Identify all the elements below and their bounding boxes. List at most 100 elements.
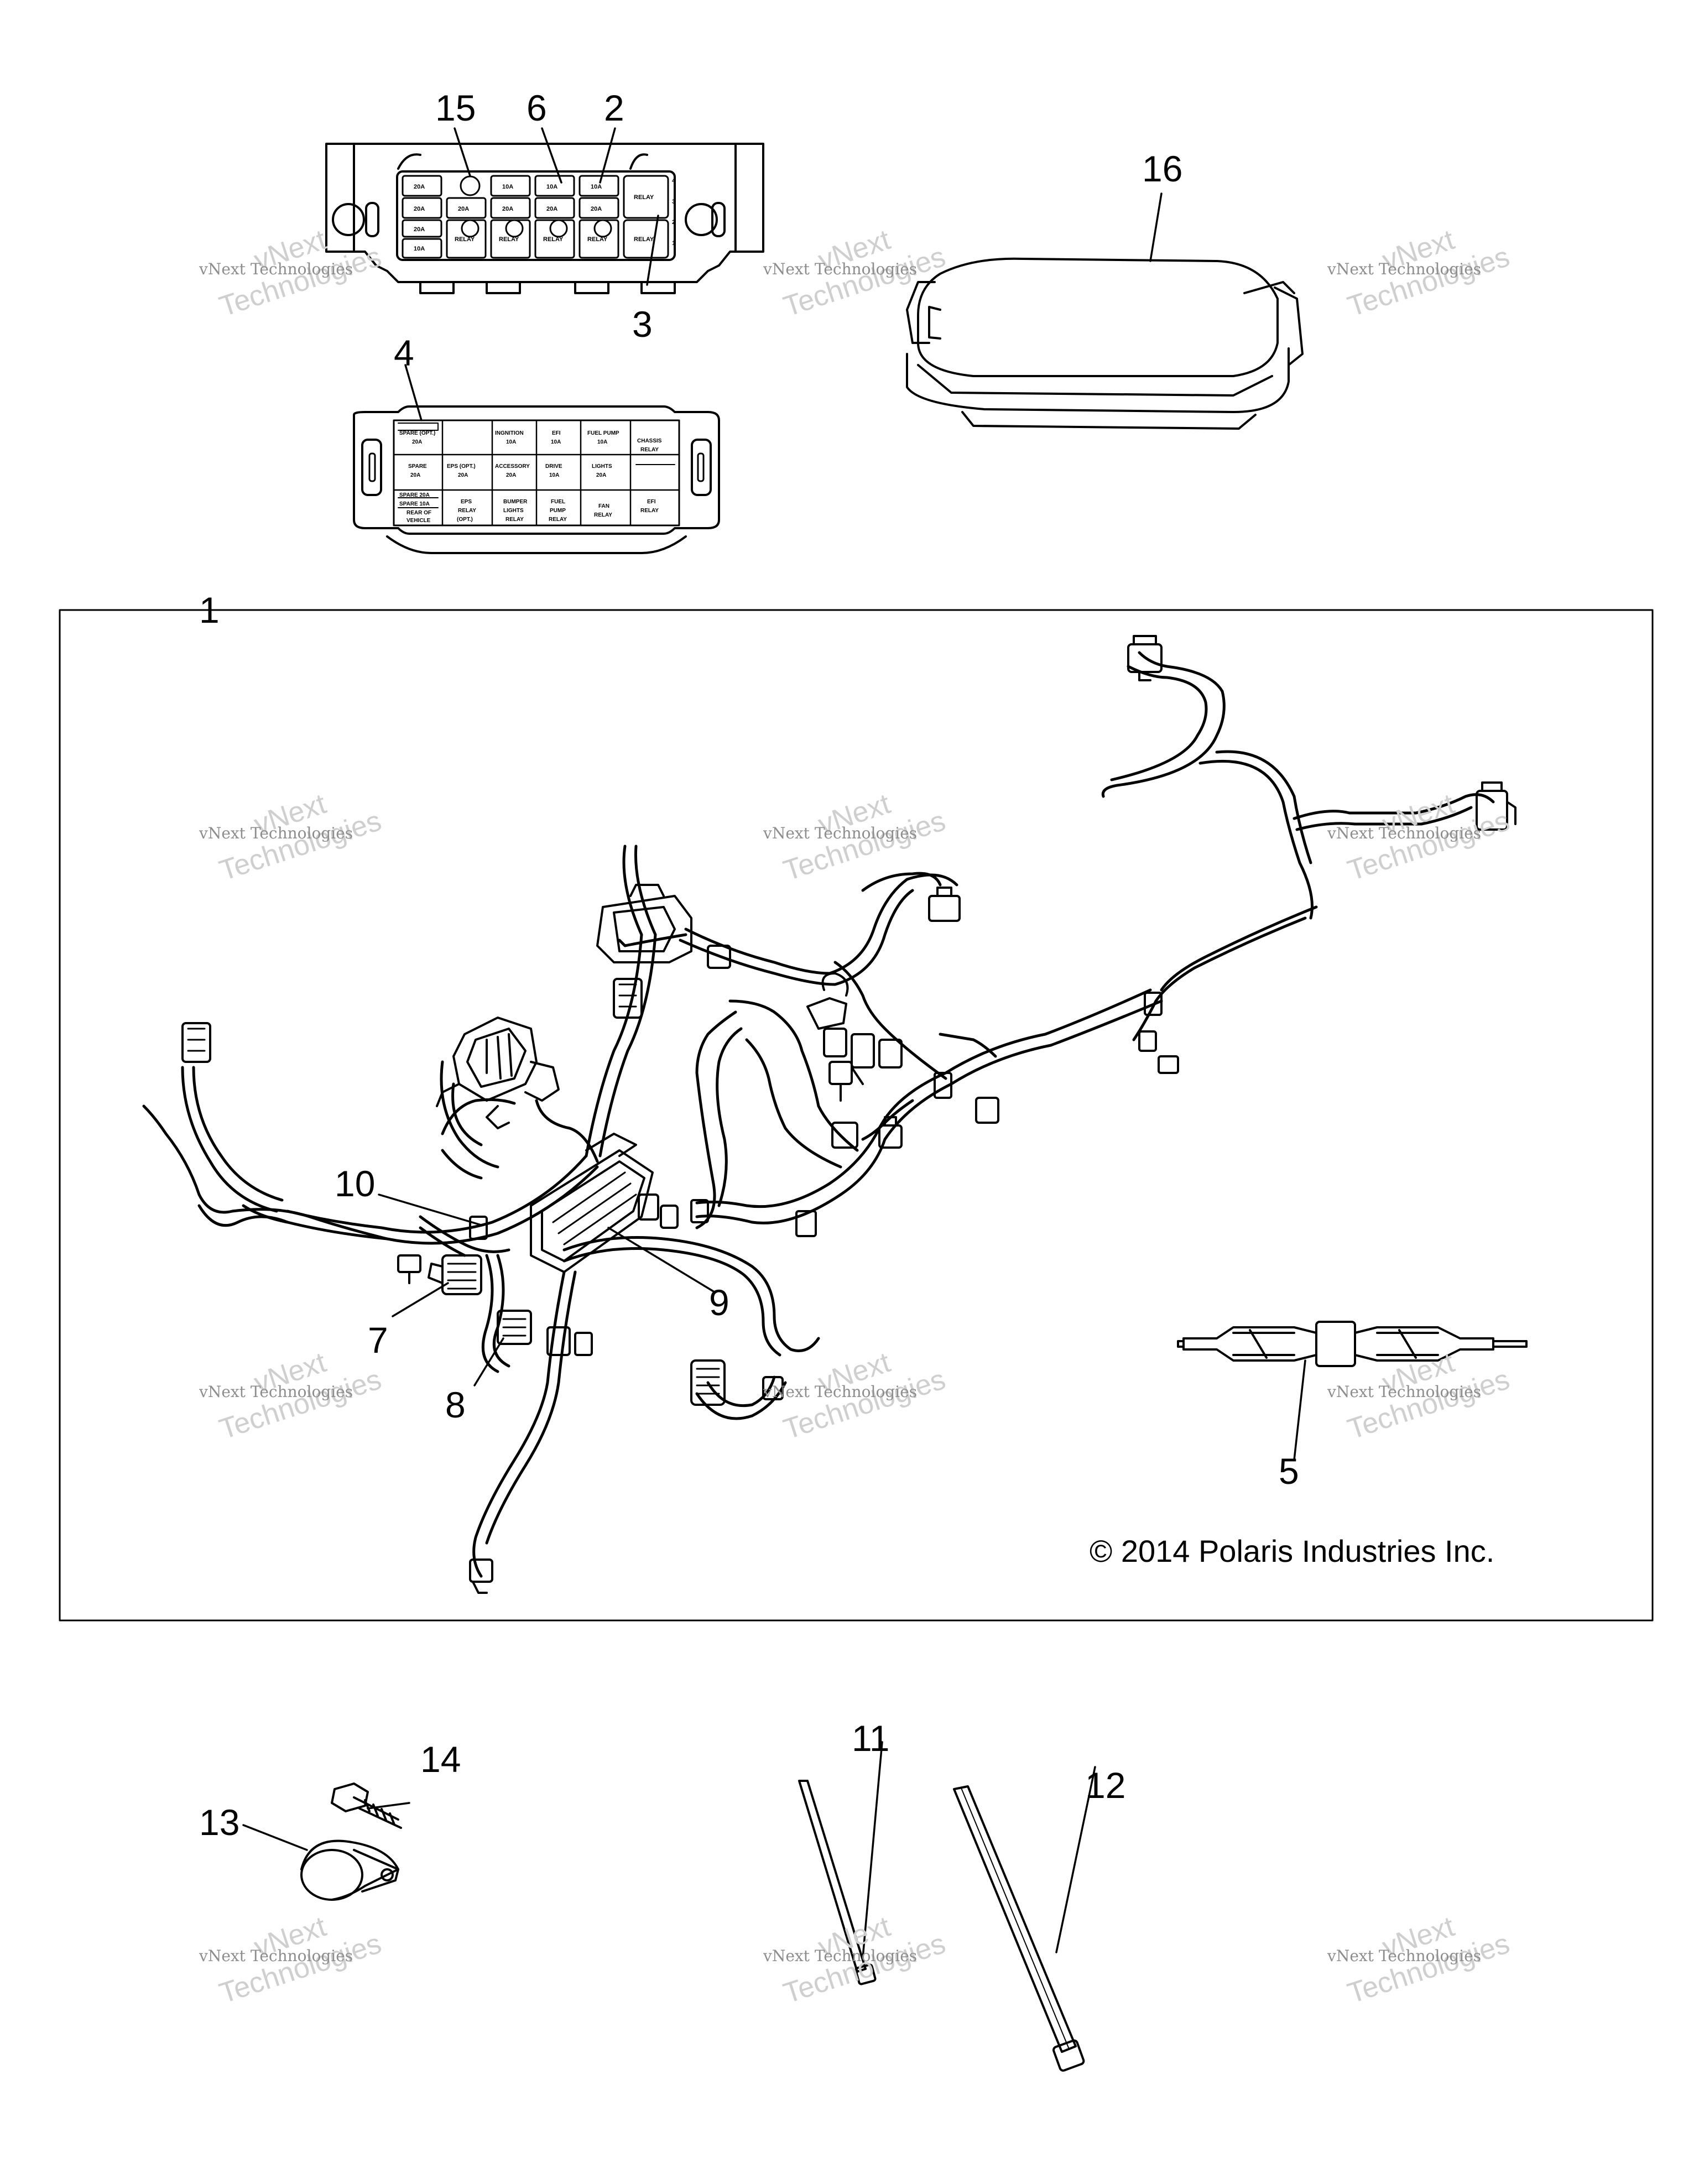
fuse-box-cover <box>353 405 720 554</box>
svg-text:SPARE (OPT.): SPARE (OPT.) <box>399 430 435 436</box>
callout-12: 12 <box>1085 1765 1126 1806</box>
callout-1: 1 <box>199 590 220 630</box>
fuse-block-labels: 20A 10A 10A 10A RELAY 20A 20A 20A 20A 20… <box>414 178 676 252</box>
svg-text:RELAY: RELAY <box>499 236 519 243</box>
svg-text:3: 3 <box>672 199 675 205</box>
svg-text:EFI: EFI <box>552 430 561 436</box>
callout-16: 16 <box>1142 148 1183 189</box>
svg-text:RELAY: RELAY <box>458 508 476 514</box>
svg-text:RELAY: RELAY <box>505 517 524 523</box>
svg-text:10A: 10A <box>597 439 607 445</box>
svg-text:1: 1 <box>672 240 675 247</box>
svg-text:20A: 20A <box>502 206 513 212</box>
svg-text:RELAY: RELAY <box>634 194 654 201</box>
harness-assembly-frame <box>59 609 1654 1622</box>
svg-text:20A: 20A <box>458 206 469 212</box>
callout-8: 8 <box>445 1384 466 1425</box>
svg-text:LIGHTS: LIGHTS <box>592 463 612 470</box>
svg-text:FUEL PUMP: FUEL PUMP <box>587 430 619 436</box>
svg-text:RELAY: RELAY <box>549 517 567 523</box>
fuse-map-labels: SPARE (OPT.) 20A INGNITION 10A EFI 10A F… <box>399 430 662 524</box>
svg-text:FUEL: FUEL <box>551 499 565 505</box>
svg-text:10A: 10A <box>502 184 513 190</box>
svg-text:4: 4 <box>672 178 676 184</box>
svg-text:REAR OF: REAR OF <box>406 510 431 516</box>
svg-text:20A: 20A <box>506 472 516 478</box>
callout-5: 5 <box>1279 1451 1299 1492</box>
svg-text:BUMPER: BUMPER <box>503 499 528 505</box>
callout-7: 7 <box>368 1320 388 1361</box>
svg-text:20A: 20A <box>414 184 425 190</box>
inline-fuse-holder <box>1177 1321 1528 1367</box>
svg-text:(OPT.): (OPT.) <box>457 517 473 523</box>
harness-connectors <box>181 635 1516 1594</box>
callout-2: 2 <box>604 87 624 128</box>
svg-text:EPS: EPS <box>461 499 472 505</box>
svg-text:10A: 10A <box>591 184 602 190</box>
svg-text:RELAY: RELAY <box>634 236 654 243</box>
svg-text:20A: 20A <box>414 226 425 233</box>
svg-text:SPARE: SPARE <box>408 463 427 470</box>
wiring-harness <box>142 651 1495 1578</box>
callout-3: 3 <box>632 304 653 345</box>
svg-text:INGNITION: INGNITION <box>495 430 524 436</box>
svg-text:EPS (OPT.): EPS (OPT.) <box>447 463 476 470</box>
svg-text:20A: 20A <box>591 206 602 212</box>
fuse-box-lid <box>906 257 1304 430</box>
svg-text:RELAY: RELAY <box>640 447 659 453</box>
svg-text:10A: 10A <box>506 439 516 445</box>
svg-text:SPARE 10A: SPARE 10A <box>399 501 430 507</box>
svg-text:RELAY: RELAY <box>543 236 564 243</box>
svg-text:RELAY: RELAY <box>640 508 659 514</box>
svg-text:RELAY: RELAY <box>594 512 612 518</box>
svg-text:ACCESSORY: ACCESSORY <box>495 463 530 470</box>
cable-tie-small <box>798 1780 877 1985</box>
callout-13: 13 <box>199 1802 240 1843</box>
svg-text:10A: 10A <box>551 439 561 445</box>
svg-text:20A: 20A <box>412 439 422 445</box>
p-clamp <box>300 1839 399 1901</box>
callout-9: 9 <box>709 1282 729 1323</box>
svg-text:20A: 20A <box>546 206 557 212</box>
callout-4: 4 <box>394 332 414 373</box>
bolt <box>331 1782 402 1829</box>
svg-text:LIGHTS: LIGHTS <box>503 508 524 514</box>
svg-text:FAN: FAN <box>598 503 609 509</box>
svg-text:PUMP: PUMP <box>550 508 566 514</box>
callout-15: 15 <box>435 87 476 128</box>
svg-text:10A: 10A <box>414 246 425 252</box>
svg-text:DRIVE: DRIVE <box>545 463 562 470</box>
cable-tie-large <box>953 1785 1085 2072</box>
svg-text:10A: 10A <box>546 184 557 190</box>
svg-text:20A: 20A <box>596 472 606 478</box>
svg-text:20A: 20A <box>414 206 425 212</box>
svg-text:20A: 20A <box>458 472 468 478</box>
svg-text:20A: 20A <box>410 472 420 478</box>
callout-6: 6 <box>527 87 547 128</box>
svg-text:2: 2 <box>672 219 675 226</box>
fuse-box-top-view <box>325 143 764 294</box>
svg-text:RELAY: RELAY <box>587 236 608 243</box>
svg-text:10A: 10A <box>549 472 559 478</box>
svg-text:VEHICLE: VEHICLE <box>406 518 431 524</box>
svg-text:EFI: EFI <box>647 499 656 505</box>
svg-text:RELAY: RELAY <box>455 236 475 243</box>
callout-10: 10 <box>335 1163 376 1204</box>
copyright-notice: © 2014 Polaris Industries Inc. <box>1090 1534 1495 1568</box>
callout-11: 11 <box>852 1718 890 1759</box>
svg-text:SPARE 20A: SPARE 20A <box>399 492 430 498</box>
callout-14: 14 <box>420 1739 461 1780</box>
